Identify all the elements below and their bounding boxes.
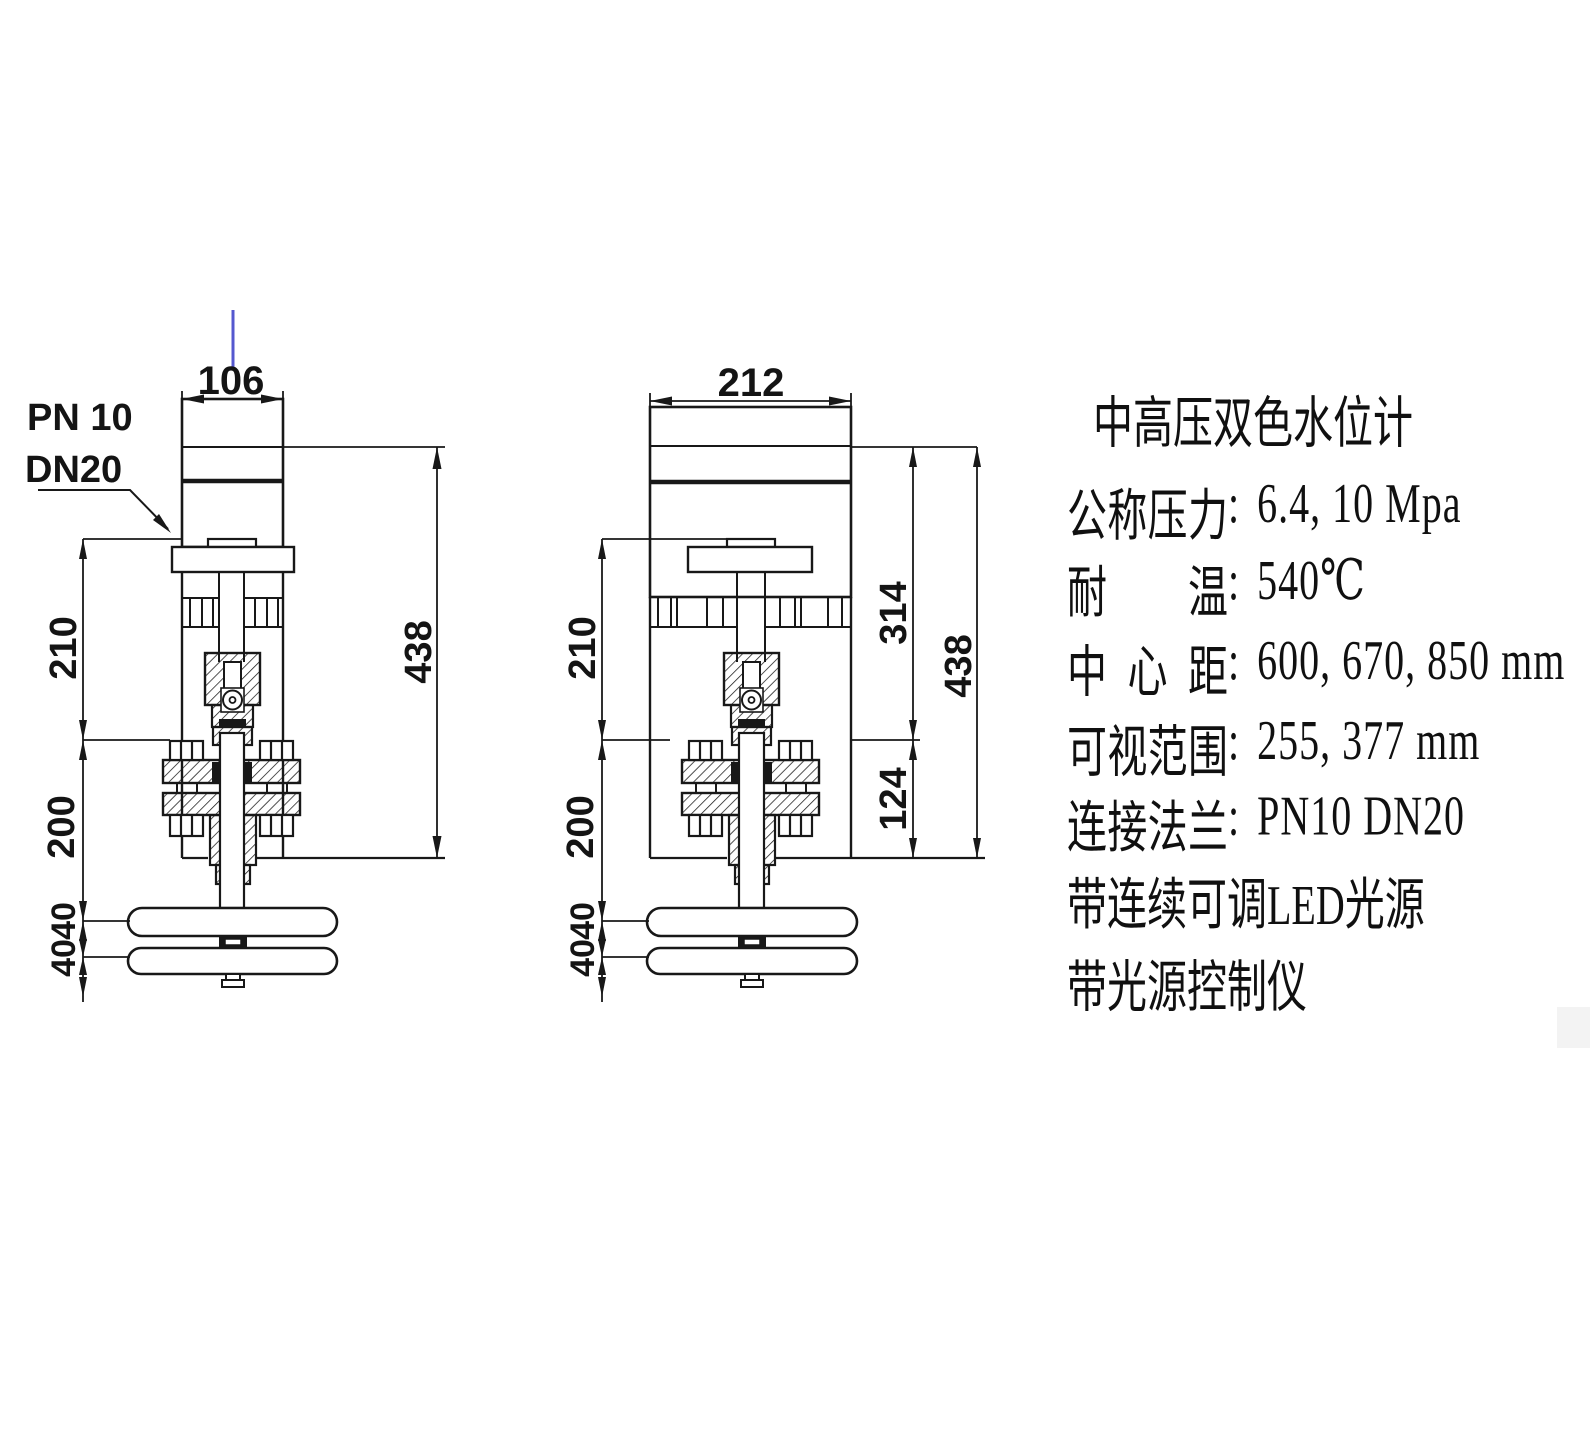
spec-value: 6.4, 10 Mpa [1257,471,1462,535]
spec-row-center-distance: 中心距:600, 670, 850 mm [1067,627,1565,708]
flange-note-pn10: PN 10 [27,397,133,439]
spec-row-flange: 连接法兰:PN10 DN20 [1067,783,1465,864]
flange-note: PN 10 DN20 [25,397,171,533]
glass-bar-2 [645,946,859,976]
dim-label-124: 124 [873,767,915,830]
dim-label-40a: 40 [45,902,83,940]
mounting-flange [170,537,296,574]
middle-view: 212 [560,361,985,1002]
spec-label: 可视范围 [1067,721,1228,784]
glass-bar-1 [126,906,339,938]
ball-joint [741,689,762,711]
dim-438-left: 438 [283,446,445,858]
spec-value: 255, 377 mm [1257,708,1481,772]
gland-left [212,762,220,782]
valve-stem [737,731,766,910]
packing-band [738,719,765,727]
packing-band [219,719,246,727]
glass-bar-1 [645,906,859,938]
spec-note-controller: 带光源控制仪 [1067,956,1307,1020]
dim-label-200: 200 [41,795,83,858]
dim-label-40b: 40 [564,939,602,977]
valve-assembly [161,651,302,910]
dim-label-200: 200 [560,795,602,858]
spec-label: 中心距 [1067,641,1228,705]
valve-assembly [680,651,821,910]
glass-bar-2 [126,946,339,976]
scan-artifact [1557,1007,1590,1048]
dim-label-40b: 40 [45,939,83,977]
dim-top-width-middle: 212 [649,361,852,407]
flange-note-dn20: DN20 [25,449,122,491]
sight-glass-bars [126,906,339,988]
leader-arrow [153,514,171,533]
gauge-top-box [648,405,853,599]
dim-chain-middle: 210 200 40 40 [560,538,727,1002]
gland-left [731,762,739,782]
dim-label-438: 438 [938,634,980,697]
spec-label: 公称压力 [1067,484,1228,548]
spec-row-visible-range: 可视范围:255, 377 mm [1067,707,1480,788]
dim-right-middle: 314 124 438 [851,446,981,858]
gland-right [244,762,252,782]
technical-drawing: 106 PN 10 DN20 [25,310,985,1002]
spec-note-led: 带连续可调LED光源 [1067,873,1425,937]
body-neck-and-ribs [648,596,985,860]
dim-label-210: 210 [562,616,604,679]
leader-line [38,489,169,530]
valve-stem [218,731,246,910]
left-view: 106 PN 10 DN20 [25,310,445,1002]
dim-label-314: 314 [873,581,915,644]
spec-panel: 中高压双色水位计 公称压力:6.4, 10 Mpa 耐温:540℃ 中心距:60… [1067,378,1567,1022]
spec-value: 600, 670, 850 mm [1257,628,1566,692]
gauge-top-box [180,397,285,549]
spec-value: 540℃ [1257,548,1366,612]
sight-glass-bars [645,906,859,988]
spec-row-temperature: 耐温:540℃ [1067,547,1366,628]
dim-label-210: 210 [43,616,85,679]
dim-chain-left: 210 200 40 40 [41,538,182,1002]
spec-value: PN10 DN20 [1257,784,1466,847]
spec-title: 中高压双色水位计 [1093,392,1413,455]
dim-label-212: 212 [718,361,785,405]
gland-right [764,762,772,782]
bolt-nuts [168,739,295,838]
spec-label: 连接法兰 [1067,796,1228,860]
ball-joint [222,689,243,711]
dim-label-106: 106 [198,359,265,403]
spec-label: 耐温 [1067,561,1228,625]
spec-row-pressure: 公称压力:6.4, 10 Mpa [1067,470,1461,551]
dim-label-40a: 40 [564,902,602,940]
bolt-nuts [687,739,814,838]
mounting-flange [686,537,814,662]
dim-label-438: 438 [398,620,440,683]
dim-top-width-left: 106 [181,359,284,404]
